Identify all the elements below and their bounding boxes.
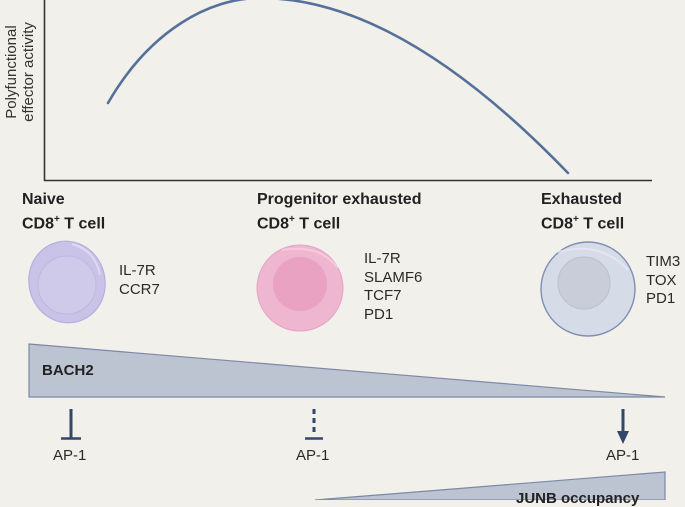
marker: IL-7R bbox=[364, 250, 401, 267]
exhausted-title-line1: Exhausted bbox=[541, 191, 622, 208]
t-cell-text: T cell bbox=[59, 215, 106, 233]
y-axis-label-line2: effector activity bbox=[20, 22, 37, 122]
naive-title-line2: CD8+ T cell bbox=[22, 210, 105, 234]
naive-cell-title: Naive CD8+ T cell bbox=[22, 190, 105, 234]
cd8-text: CD8 bbox=[257, 215, 290, 233]
activity-curve bbox=[106, 0, 570, 175]
marker: PD1 bbox=[364, 305, 394, 323]
t-cell-text: T cell bbox=[294, 215, 341, 233]
ap1-label-progenitor: AP-1 bbox=[296, 447, 330, 464]
activation-arrow-icon bbox=[617, 409, 629, 444]
marker: PD1 bbox=[646, 290, 676, 307]
naive-markers: IL-7R CCR7 bbox=[119, 262, 160, 299]
cd8-text: CD8 bbox=[22, 215, 55, 233]
y-axis-label: Polyfunctional effector activity bbox=[3, 12, 37, 132]
cd8-text: CD8 bbox=[541, 215, 574, 233]
naive-cell-icon bbox=[28, 240, 106, 324]
marker: TOX bbox=[646, 271, 677, 289]
bach2-label: BACH2 bbox=[42, 362, 94, 379]
marker: IL-7R bbox=[119, 262, 156, 279]
progenitor-title-line2: CD8+ T cell bbox=[257, 210, 421, 234]
exhausted-cell-title: Exhausted CD8+ T cell bbox=[541, 190, 624, 234]
dashed-inhibition-icon bbox=[305, 409, 323, 440]
marker: CCR7 bbox=[119, 280, 160, 298]
progenitor-exhausted-cell-title: Progenitor exhausted CD8+ T cell bbox=[257, 190, 421, 234]
marker: SLAMF6 bbox=[364, 268, 423, 286]
y-axis-label-line1: Polyfunctional bbox=[3, 25, 20, 119]
inhibition-icon bbox=[61, 409, 81, 440]
progenitor-markers: IL-7R SLAMF6 TCF7 PD1 bbox=[364, 250, 422, 324]
exhausted-title-line2: CD8+ T cell bbox=[541, 210, 624, 234]
progenitor-exhausted-cell-icon bbox=[256, 244, 344, 332]
superscript: + bbox=[573, 214, 579, 225]
progenitor-title-line1: Progenitor exhausted bbox=[257, 191, 422, 208]
marker: TCF7 bbox=[364, 287, 402, 304]
superscript: + bbox=[54, 214, 60, 225]
ap1-label-exhausted: AP-1 bbox=[606, 447, 640, 464]
exhausted-cell-icon bbox=[540, 241, 636, 337]
exhausted-markers: TIM3 TOX PD1 bbox=[646, 253, 680, 309]
t-cell-text: T cell bbox=[578, 215, 625, 233]
bach2-gradient-wedge bbox=[28, 343, 666, 398]
junb-occupancy-label: JUNB occupancy bbox=[516, 490, 640, 507]
junb-gradient-wedge bbox=[314, 471, 666, 500]
superscript: + bbox=[289, 214, 295, 225]
naive-title-line1: Naive bbox=[22, 191, 65, 208]
ap1-label-naive: AP-1 bbox=[53, 447, 87, 464]
marker: TIM3 bbox=[646, 253, 681, 270]
